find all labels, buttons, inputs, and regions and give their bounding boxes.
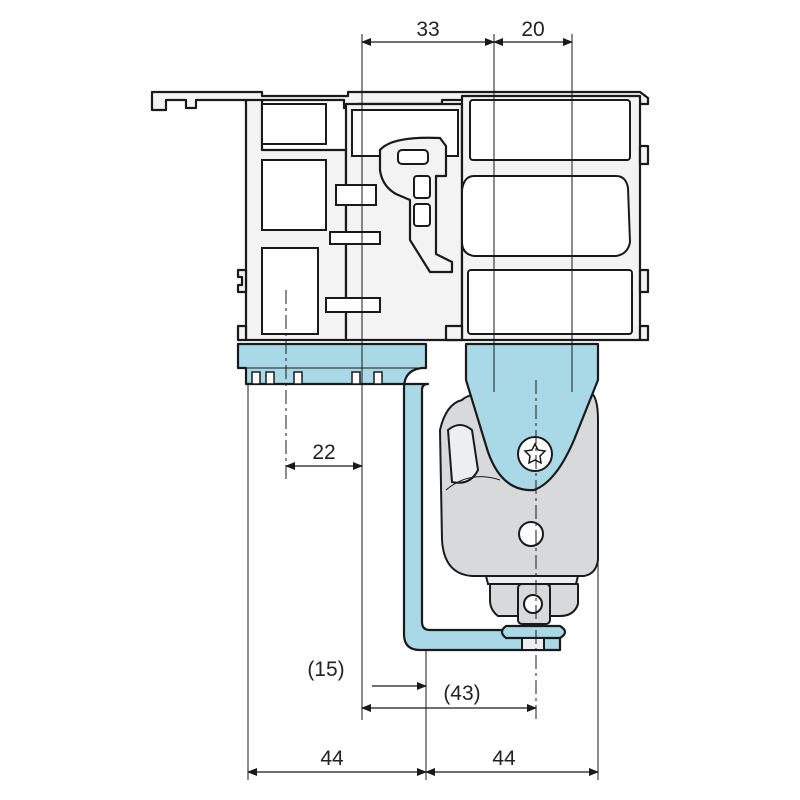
dim-mid: 22: [312, 441, 335, 464]
dim-lower-left: (15): [307, 658, 344, 681]
dim-bottom-right: 44: [492, 747, 516, 770]
aluminium-profile: [150, 90, 650, 342]
dim-top-left: 33: [416, 18, 439, 41]
hinge-assembly: [439, 342, 600, 651]
dim-lower-right: (43): [443, 682, 480, 705]
dimension-lines: [247, 38, 599, 776]
bracket-slot-holes: [251, 371, 383, 385]
dimension-labels: 33 20 22 (15) (43) 44 44: [307, 18, 544, 770]
dim-bottom-left: 44: [320, 747, 344, 770]
hinge-hole: [518, 521, 544, 547]
dim-top-right: 20: [521, 18, 544, 41]
mounting-bracket: [236, 342, 562, 652]
torx-screw-icon: [517, 436, 553, 472]
extension-lines: [247, 34, 599, 780]
